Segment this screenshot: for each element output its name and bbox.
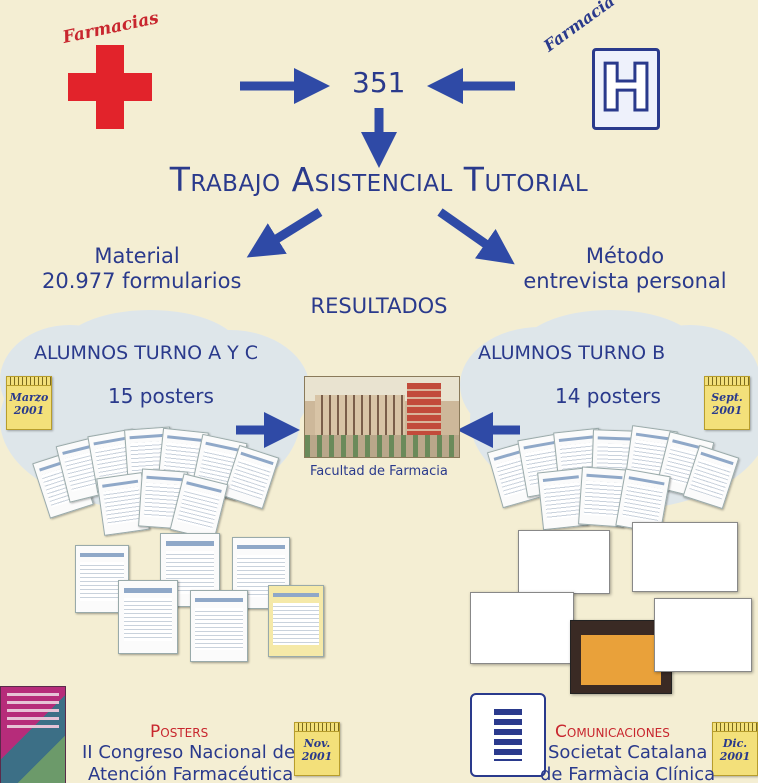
faculty-building-image [304, 376, 460, 458]
calendar-dic-icon: Dic.2001 [712, 722, 758, 776]
communications-heading: Comunicaciones [555, 722, 670, 742]
main-title: Trabajo Asistencial Tutorial [169, 160, 589, 199]
faculty-label: Facultad de Farmacia [310, 464, 448, 479]
communication-slide [470, 592, 574, 664]
arrow-title-to-metodo [437, 208, 515, 265]
left-group-count: 15 posters [108, 384, 214, 408]
communication-slide [654, 598, 752, 672]
right-group-count: 14 posters [555, 384, 661, 408]
calendar-sept-icon: Sept.2001 [704, 376, 750, 430]
congress-book-cover-image [0, 686, 66, 783]
hospital-h-icon: H [592, 48, 660, 130]
calendar-nov-icon: Nov.2001 [294, 722, 340, 776]
student-count: 351 [352, 66, 406, 99]
communication-slide [518, 530, 610, 594]
poster-thumbnail [118, 580, 178, 654]
left-group-title: ALUMNOS TURNO A Y C [34, 342, 259, 364]
poster-thumbnail [268, 585, 324, 657]
poster-thumbnail [190, 590, 248, 662]
congress-line-2: Atención Farmacéutica [88, 764, 294, 783]
pharmacy-cross-icon [68, 45, 152, 129]
society-line-2: de Farmàcia Clínica [540, 764, 716, 783]
metodo-label: Método entrevista personal [523, 244, 727, 293]
right-group-title: ALUMNOS TURNO B [478, 342, 666, 364]
material-label: Material 20.977 formularios [42, 244, 242, 293]
congress-line-1: II Congreso Nacional de [82, 742, 296, 763]
society-logo-icon [470, 693, 546, 777]
arrow-title-to-material [246, 208, 323, 258]
results-label: RESULTADOS [310, 294, 448, 318]
society-line-1: Societat Catalana [548, 742, 708, 763]
posters-heading: Posters [150, 722, 209, 742]
communication-slide [632, 522, 738, 592]
